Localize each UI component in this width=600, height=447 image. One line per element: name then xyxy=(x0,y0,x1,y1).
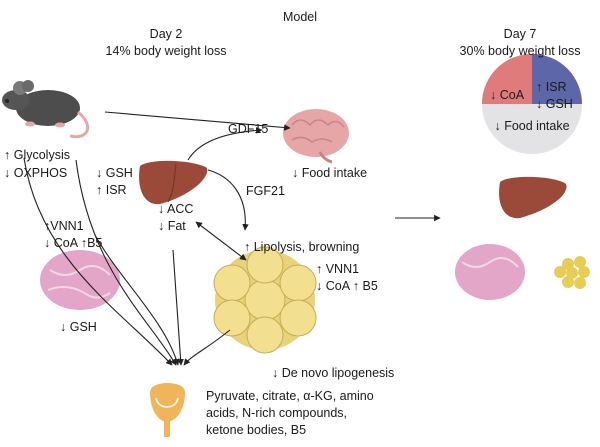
adipose-vnn1-label: ↑ VNN1 xyxy=(316,262,360,276)
arrow-liver-to-bladder xyxy=(172,249,184,366)
liver-fat-label: ↓ Fat xyxy=(158,219,186,233)
arrow-mouse-to-bladder xyxy=(23,157,173,366)
bladder-line3: ketone bodies, B5 xyxy=(206,423,307,437)
liver-icon xyxy=(139,160,208,205)
arrow-pancreas-to-bladder xyxy=(94,234,180,366)
day7-food-intake-label: ↓ Food intake xyxy=(494,119,570,133)
arrow-adipose-to-bladder xyxy=(183,329,231,366)
adipose-coa-b5-label: ↓ CoA ↑ B5 xyxy=(316,279,378,293)
mouse-glycolysis-label: ↑ Glycolysis xyxy=(4,148,70,162)
arrow-liver-adipose-exchange xyxy=(195,221,247,261)
day7-coa-label: ↓ CoA xyxy=(490,88,525,102)
day2-title: Day 2 xyxy=(149,27,183,41)
bladder-line1: Pyruvate, citrate, α-KG, amino xyxy=(206,389,374,403)
pancreas-vnn1-label: ↑VNN1 xyxy=(44,219,84,233)
liver-acc-label: ↓ ACC xyxy=(158,202,194,216)
brain-icon xyxy=(283,109,349,164)
bladder-icon xyxy=(150,383,185,437)
day7-title: Day 7 xyxy=(503,27,537,41)
arrow-liver-to-gdf15 xyxy=(187,127,263,161)
bladder-line2: acids, N-rich compounds, xyxy=(206,406,348,420)
adipose-lipolysis-label: ↑ Lipolysis, browning xyxy=(244,240,360,254)
day7-subtitle: 30% body weight loss xyxy=(459,44,581,58)
pancreas-icon xyxy=(40,250,120,310)
model-title: Model xyxy=(282,10,318,24)
day7-pie-icon xyxy=(482,54,582,154)
liver-isr-label: ↑ ISR xyxy=(96,183,127,197)
fgf21-label: FGF21 xyxy=(246,184,285,198)
day2-subtitle: 14% body weight loss xyxy=(105,44,227,58)
pancreas-gsh-label: ↓ GSH xyxy=(60,320,97,334)
adipose-tissue-icon xyxy=(213,246,317,354)
day7-liver-icon xyxy=(499,176,567,219)
pancreas-coa-b5-label: ↓ CoA ↑B5 xyxy=(44,236,103,250)
day7-isr-label: ↑ ISR xyxy=(536,80,567,94)
liver-gsh-label: ↓ GSH xyxy=(96,166,133,180)
lipogenesis-label: ↓ De novo lipogenesis xyxy=(272,366,395,380)
flow-arrows xyxy=(23,111,441,366)
day7-pancreas-icon xyxy=(455,244,525,300)
brain-food-intake-label: ↓ Food intake xyxy=(292,166,368,180)
arrow-mouse-to-gdf15 xyxy=(104,111,291,131)
gdf15-label: GDF15 xyxy=(228,122,269,136)
mouse-icon xyxy=(2,80,90,139)
day7-gsh-label: ↓ GSH xyxy=(536,97,573,111)
arrow-liver-to-adipose xyxy=(207,169,249,231)
day7-adipose-icon xyxy=(554,256,590,289)
mouse-oxphos-label: ↓ OXPHOS xyxy=(4,166,68,180)
arrow-mouse-to-bladder-2 xyxy=(75,159,177,366)
